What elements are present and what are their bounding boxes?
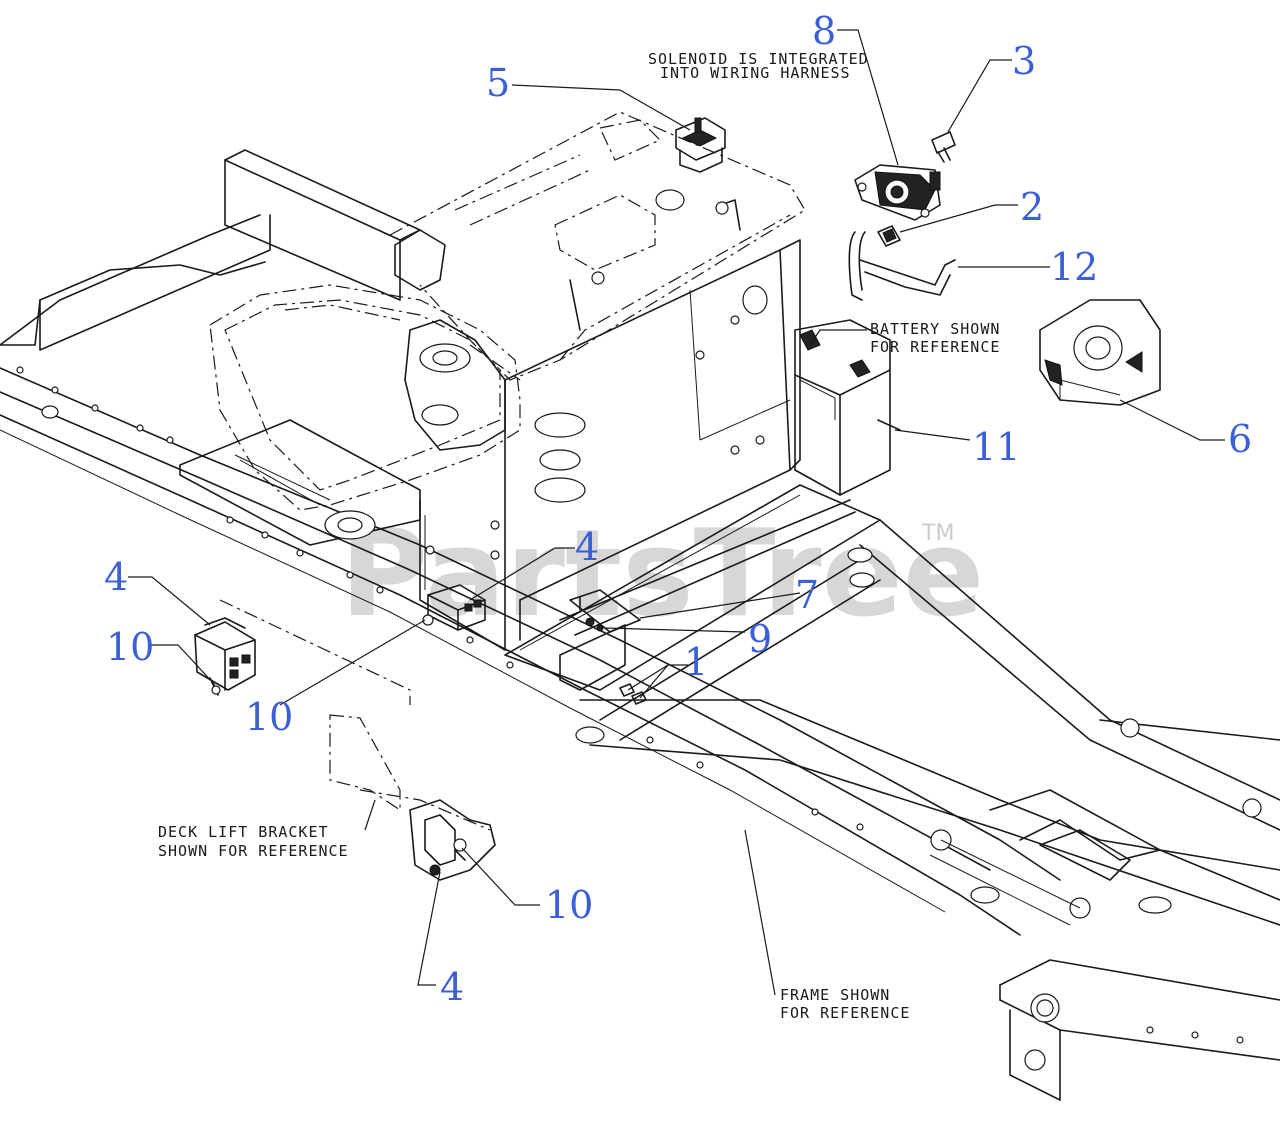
seat-pan	[209, 284, 586, 540]
callout-4-center: 4	[575, 525, 599, 569]
leader-lines	[128, 29, 1225, 996]
watermark-brand: PartsTree	[340, 505, 984, 644]
solenoid-part	[854, 164, 941, 221]
frame	[0, 149, 1280, 1101]
callout-7: 7	[795, 573, 819, 617]
bracket-part	[559, 589, 641, 691]
callout-4-left: 4	[104, 555, 128, 599]
callout-10-center: 10	[245, 695, 293, 739]
callout-9: 9	[748, 617, 772, 661]
battery-note-line1: BATTERY SHOWN	[870, 320, 1000, 338]
frame-note-line1: FRAME SHOWN	[780, 986, 890, 1004]
callout-11: 11	[972, 425, 1020, 469]
callout-10-left: 10	[106, 625, 154, 669]
callout-1: 1	[684, 640, 708, 684]
callout-6: 6	[1228, 417, 1252, 461]
callout-5: 5	[486, 61, 510, 105]
interlock-switch-center	[422, 584, 486, 631]
connector-part	[877, 225, 901, 247]
deck-note-line1: DECK LIFT BRACKET	[158, 823, 329, 841]
notes: SOLENOID IS INTEGRATED INTO WIRING HARNE…	[158, 50, 1000, 1022]
screws-part	[619, 683, 647, 705]
solenoid-note-line1: SOLENOID IS INTEGRATED	[648, 50, 869, 68]
callout-10-bottom: 10	[545, 883, 593, 927]
watermark-trademark: TM	[921, 521, 954, 546]
callouts: 8 3 5 2 12 6 11 4 7 9 1 4 10 10 10 4	[104, 9, 1252, 1009]
screw-part	[931, 131, 956, 163]
battery-part	[794, 319, 901, 496]
callout-12: 12	[1050, 245, 1098, 289]
key-switch-part	[1039, 299, 1161, 406]
deck-lift-bracket	[329, 714, 496, 881]
frame-note-line2: FOR REFERENCE	[780, 1004, 910, 1022]
upper-platform	[389, 111, 806, 381]
deck-note-line2: SHOWN FOR REFERENCE	[158, 842, 349, 860]
seat-switch-part	[675, 117, 726, 173]
seat-support	[419, 239, 801, 651]
callout-2: 2	[1020, 185, 1044, 229]
callout-8: 8	[812, 9, 836, 53]
callout-3: 3	[1012, 39, 1036, 83]
solenoid-note-line2: INTO WIRING HARNESS	[660, 64, 851, 82]
callout-4-bottom: 4	[440, 965, 464, 1009]
cable-part	[848, 231, 956, 301]
interlock-switch-left	[194, 599, 411, 705]
battery-note-line2: FOR REFERENCE	[870, 338, 1000, 356]
